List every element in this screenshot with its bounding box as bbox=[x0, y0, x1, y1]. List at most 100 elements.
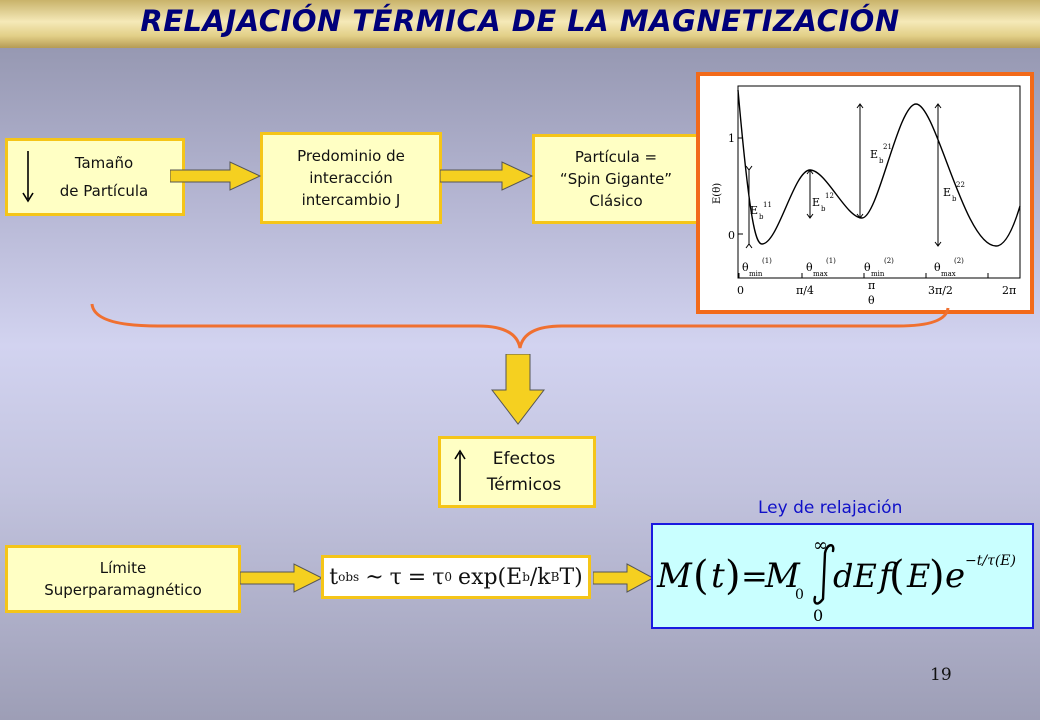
tmax1-sup: (1) bbox=[826, 257, 836, 265]
law-lparen2: ( bbox=[889, 553, 905, 599]
box-efectos-line-1: Efectos bbox=[492, 449, 556, 469]
energy-curve bbox=[737, 89, 1021, 247]
eb21-E: E bbox=[870, 148, 878, 161]
eb22-E: E bbox=[943, 186, 951, 199]
relaxation-law-svg: M ( t ) = M 0 ∞ 0 dE f ( E ) e −t/τ(E) bbox=[656, 535, 1016, 625]
barrier-arrowhead bbox=[745, 243, 753, 249]
box-predominio-line-3: intercambio J bbox=[301, 191, 401, 209]
arrow-tamano-to-predominio bbox=[170, 161, 262, 191]
tmax2-sup: (2) bbox=[954, 257, 964, 265]
y-axis-label: E(θ) bbox=[712, 183, 723, 204]
law-upper: ∞ bbox=[813, 535, 828, 556]
eb12-b: b bbox=[821, 205, 826, 213]
tmax1-t: θ bbox=[806, 261, 813, 274]
energy-barrier-arrows bbox=[745, 103, 942, 249]
eb11-b: b bbox=[759, 213, 764, 221]
box-limite-superparamagnetico: Límite Superparamagnético bbox=[5, 545, 241, 613]
barrier-arrowhead bbox=[856, 213, 864, 219]
up-arrow-icon bbox=[454, 449, 466, 501]
y-tick-0: 0 bbox=[728, 229, 735, 242]
law-M: M bbox=[656, 556, 693, 596]
box-efectos-line-2: Térmicos bbox=[486, 475, 562, 495]
eb21-sup: 21 bbox=[883, 143, 892, 151]
relation-eq: = bbox=[407, 564, 427, 590]
relation-lhs-sub: obs bbox=[338, 570, 360, 584]
law-E: E bbox=[906, 557, 930, 595]
tmax2-sub: max bbox=[941, 270, 956, 278]
energy-plot: E(θ) 1 0 0 π/4 π 3π/2 2π θ E b 11 E b 12… bbox=[712, 85, 1021, 307]
relaxation-law-formula: M ( t ) = M 0 ∞ 0 dE f ( E ) e −t/τ(E) bbox=[651, 523, 1034, 629]
tmin2-sub: min bbox=[871, 270, 885, 278]
arrow-relation-to-law bbox=[593, 563, 655, 593]
arrow-down-to-efectos bbox=[490, 354, 546, 425]
eb-labels: E b 11 E b 12 E b 21 E b 22 bbox=[750, 143, 965, 221]
tmin2-t: θ bbox=[864, 261, 871, 274]
barrier-arrowhead bbox=[934, 241, 942, 247]
law-e: e bbox=[945, 556, 965, 596]
box-efectos-termicos: Efectos Térmicos bbox=[438, 436, 596, 508]
barrier-arrowhead bbox=[745, 165, 753, 171]
tmin1-sub: min bbox=[749, 270, 763, 278]
tmax1-sub: max bbox=[813, 270, 828, 278]
relation-close: T) bbox=[559, 564, 583, 590]
x-axis-label: θ bbox=[868, 294, 875, 307]
integral-sign bbox=[813, 544, 835, 605]
x-tick-2pi: 2π bbox=[1002, 284, 1016, 297]
law-exponent: −t/τ(E) bbox=[965, 553, 1016, 569]
tmin2-sup: (2) bbox=[884, 257, 894, 265]
eb11-sup: 11 bbox=[763, 201, 772, 209]
law-rparen: ) bbox=[725, 553, 741, 599]
box-predominio: Predominio de interacción intercambio J bbox=[260, 132, 442, 224]
box-particula-line-2: “Spin Gigante” bbox=[559, 170, 673, 188]
barrier-arrowhead bbox=[806, 169, 814, 175]
law-dE: dE bbox=[833, 557, 877, 595]
barrier-arrowhead bbox=[934, 103, 942, 109]
box-tamano-line-2: de Partícula bbox=[59, 182, 149, 200]
grouping-brace bbox=[90, 303, 950, 349]
law-M0-sub: 0 bbox=[795, 587, 804, 603]
box-particula-line-1: Partícula = bbox=[574, 148, 658, 166]
barrier-arrowhead bbox=[806, 213, 814, 219]
box-predominio-line-1: Predominio de bbox=[297, 147, 405, 165]
arrow-limite-to-relation bbox=[240, 563, 324, 593]
slide-title: RELAJACIÓN TÉRMICA DE LA MAGNETIZACIÓN bbox=[140, 4, 900, 38]
relation-op1: ~ bbox=[365, 564, 384, 590]
box-limite-line-2: Superparamagnético bbox=[44, 581, 202, 599]
tmin1-sup: (1) bbox=[762, 257, 772, 265]
law-eq: = bbox=[741, 557, 768, 595]
x-tick-3pi2: 3π/2 bbox=[928, 284, 953, 297]
x-tick-0: 0 bbox=[737, 284, 744, 297]
eb12-sup: 12 bbox=[825, 192, 834, 200]
law-lparen: ( bbox=[693, 553, 709, 599]
relation-tau0-sub: 0 bbox=[444, 570, 453, 584]
law-rparen2: ) bbox=[929, 553, 945, 599]
tmin1-t: θ bbox=[742, 261, 749, 274]
barrier-arrowhead bbox=[856, 103, 864, 109]
box-tamano-particula: Tamaño de Partícula bbox=[5, 138, 185, 216]
eb21-b: b bbox=[879, 157, 884, 165]
box-limite-line-1: Límite bbox=[99, 559, 147, 577]
x-tick-pi4: π/4 bbox=[796, 284, 814, 297]
title-bar bbox=[0, 0, 1040, 48]
relation-lhs: t bbox=[329, 564, 339, 590]
eb12-E: E bbox=[812, 196, 820, 209]
y-tick-1: 1 bbox=[728, 132, 735, 145]
down-arrow-icon bbox=[22, 151, 34, 203]
box-predominio-line-2: interacción bbox=[309, 169, 393, 187]
x-tick-pi: π bbox=[868, 279, 875, 292]
law-M0: M bbox=[764, 556, 801, 596]
relation-sub-B: B bbox=[550, 570, 560, 584]
law-t: t bbox=[711, 556, 725, 596]
eb11-E: E bbox=[750, 204, 758, 217]
relation-tau: τ bbox=[389, 564, 402, 590]
tmax2-t: θ bbox=[934, 261, 941, 274]
eb22-b: b bbox=[952, 195, 957, 203]
box-tamano-line-1: Tamaño bbox=[74, 154, 134, 172]
page-number: 19 bbox=[930, 665, 952, 685]
box-particula-spin: Partícula = “Spin Gigante” Clásico bbox=[532, 134, 700, 224]
law-label: Ley de relajación bbox=[758, 498, 903, 518]
arrow-predominio-to-particula bbox=[440, 161, 534, 191]
plot-ticks bbox=[738, 137, 989, 278]
box-particula-line-3: Clásico bbox=[589, 192, 643, 210]
